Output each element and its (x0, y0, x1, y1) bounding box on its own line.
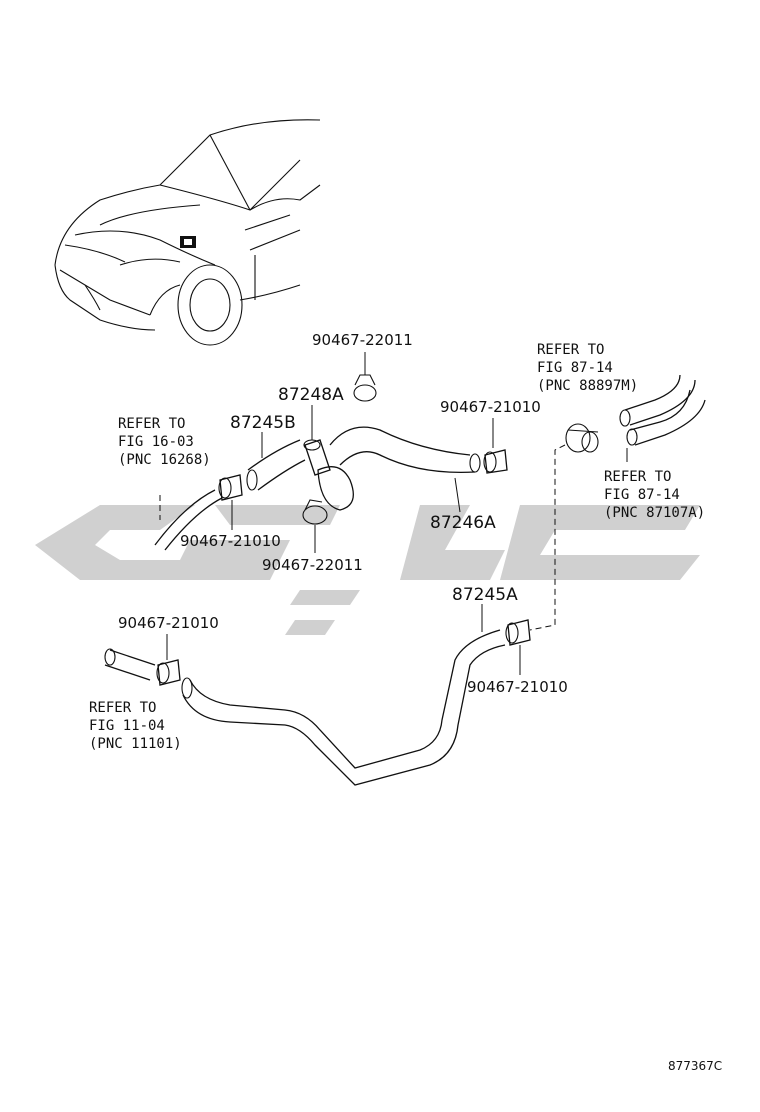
label-hose-87246a: 87246A (430, 513, 496, 533)
label-clamp-top: 90467-22011 (312, 331, 413, 349)
label-clamp-lower-left: 90467-21010 (118, 614, 219, 632)
ref-bottom-left-line-2: FIG 11-04 (89, 718, 165, 734)
label-hose-87245b: 87245B (230, 413, 296, 433)
label-clamp-lower-mid: 90467-22011 (262, 556, 363, 574)
hose-87246a (329, 426, 481, 474)
clamp-mid-right-icon (483, 449, 508, 474)
hose-87245b (246, 439, 306, 491)
left-pipe-ref (154, 489, 223, 551)
ref-top-right-line-2: FIG 87-14 (537, 360, 613, 376)
right-pipes-ref (619, 374, 706, 446)
clamp-lower-right-icon (505, 619, 531, 646)
label-clamp-mid-right: 90467-21010 (440, 398, 541, 416)
clamp-lower-left-icon (156, 659, 181, 686)
ref-left: REFER TO FIG 16-03 (PNC 16268) (118, 416, 211, 468)
label-clamp-lower-right: 90467-21010 (467, 678, 568, 696)
hose-87245a (181, 629, 506, 786)
ref-right-line-1: REFER TO (604, 469, 671, 485)
ref-bottom-left-line-1: REFER TO (89, 700, 156, 716)
clamp-left-icon (218, 474, 243, 501)
label-clip-87248a: 87248A (278, 385, 344, 405)
clamp-lower-mid-icon (302, 499, 328, 525)
ref-top-right-line-1: REFER TO (537, 342, 604, 358)
ref-left-line-1: REFER TO (118, 416, 185, 432)
connector-pipe (303, 439, 354, 511)
clamp-top-icon (353, 374, 377, 402)
label-clamp-left: 90467-21010 (180, 532, 281, 550)
ref-right-line-2: FIG 87-14 (604, 487, 680, 503)
ref-right: REFER TO FIG 87-14 (PNC 87107A) (604, 469, 705, 521)
figure-code: 877367C (668, 1059, 722, 1073)
ref-left-line-3: (PNC 16268) (118, 452, 211, 468)
lower-left-pipe-ref (104, 648, 156, 681)
ref-right-line-3: (PNC 87107A) (604, 505, 705, 521)
ref-top-right: REFER TO FIG 87-14 (PNC 88897M) (537, 342, 638, 394)
ref-top-right-line-3: (PNC 88897M) (537, 378, 638, 394)
ref-bottom-left-line-3: (PNC 11101) (89, 736, 182, 752)
label-hose-87245a: 87245A (452, 585, 518, 605)
watermark-logo (35, 505, 700, 635)
grommet-icon (565, 423, 599, 453)
ref-bottom-left: REFER TO FIG 11-04 (PNC 11101) (89, 700, 182, 752)
ref-left-line-2: FIG 16-03 (118, 434, 194, 450)
car-outline-illustration (54, 119, 321, 346)
